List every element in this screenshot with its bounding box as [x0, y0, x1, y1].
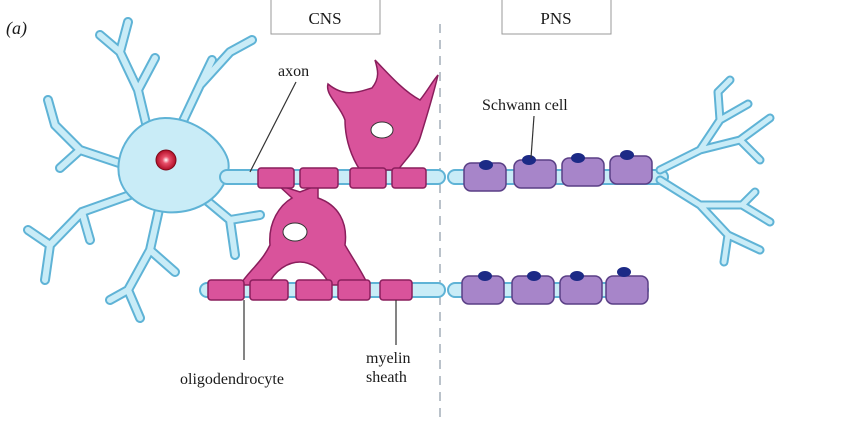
panel-label: (a) — [6, 18, 27, 39]
pns-header: PNS — [501, 0, 612, 35]
label-myelin-line1: myelin — [366, 350, 410, 367]
pns-axon-terminal — [655, 75, 775, 267]
label-myelin-line2: sheath — [366, 369, 407, 386]
label-axon: axon — [278, 63, 309, 80]
cns-header-label: CNS — [308, 9, 341, 28]
cns-myelin-bottom — [207, 279, 413, 301]
neuron-nucleus — [155, 149, 177, 171]
pns-header-label: PNS — [540, 9, 571, 28]
cns-myelin-top — [257, 167, 427, 189]
schwann-cells-bottom — [461, 267, 649, 305]
schwann-cells-top — [463, 150, 653, 192]
cns-header: CNS — [270, 0, 381, 35]
label-schwann-cell: Schwann cell — [482, 97, 568, 114]
oligodendrocyte-bottom — [238, 183, 370, 286]
leader-lines — [243, 81, 535, 360]
oligodendrocyte-top — [326, 59, 439, 171]
label-oligodendrocyte: oligodendrocyte — [180, 371, 284, 388]
